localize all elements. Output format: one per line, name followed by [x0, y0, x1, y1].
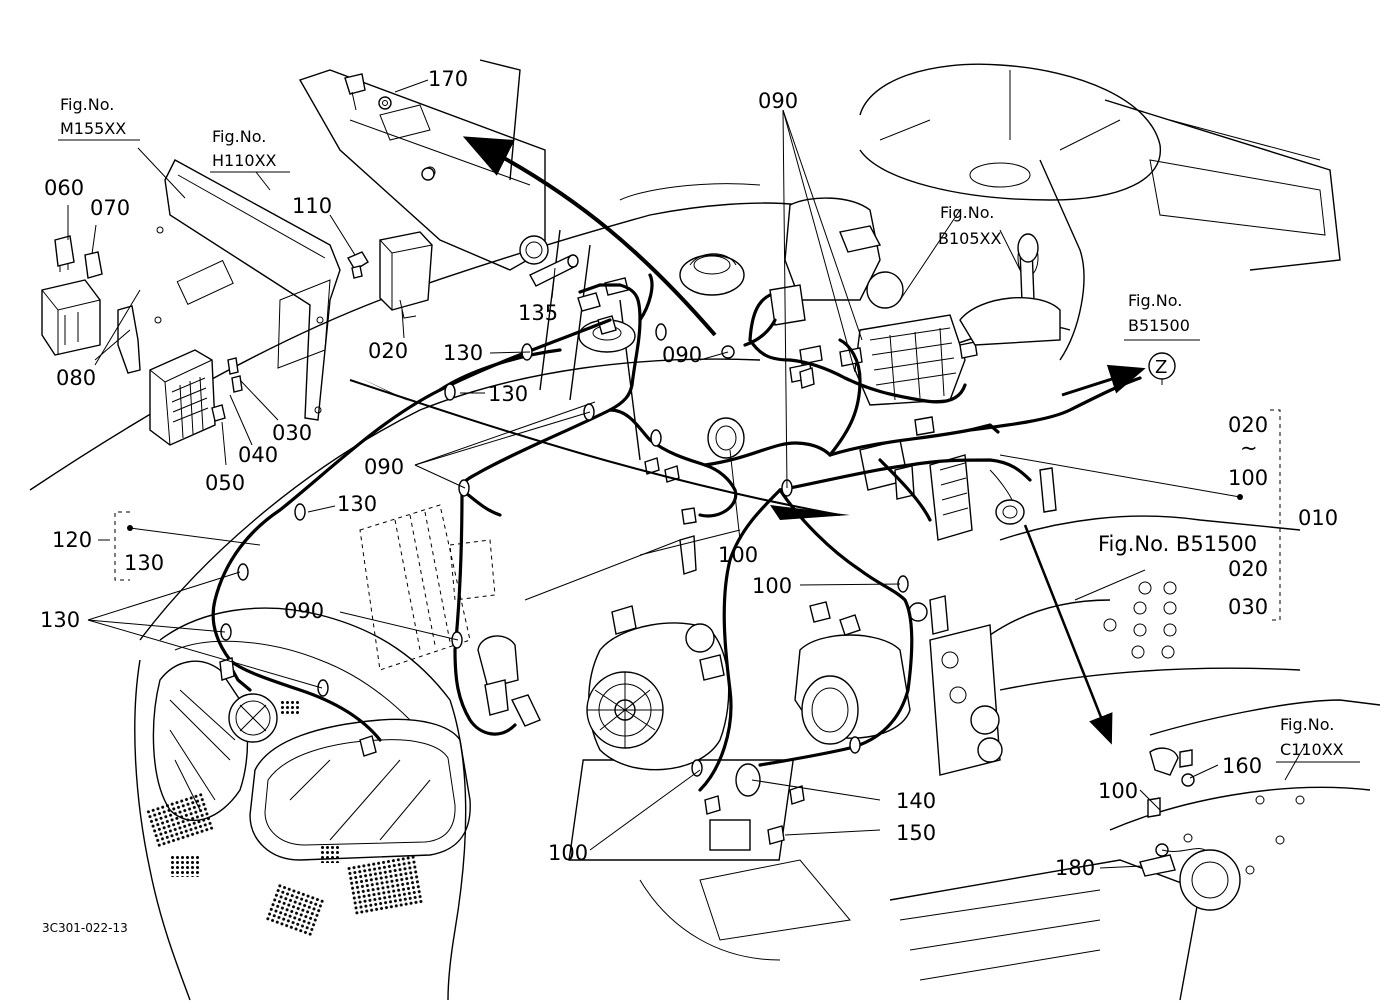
main-relay-box [859, 439, 973, 541]
part-label-100: 100 [1098, 779, 1138, 803]
range-label-100: 100 [1228, 466, 1268, 490]
part-label-150: 150 [896, 821, 936, 845]
solenoid [477, 635, 541, 727]
part-label-100: 100 [752, 574, 792, 598]
fittings-140-150 [704, 763, 805, 845]
fuel-cap [679, 253, 745, 296]
fig-caption: Fig.No. [212, 127, 266, 146]
fig-ref-b515-inline: Fig.No. B51500 [1098, 532, 1257, 556]
part-label-080: 080 [56, 366, 96, 390]
bolt-110 [346, 251, 369, 279]
range-label-020: 020 [1228, 413, 1268, 437]
part-label-070: 070 [90, 196, 130, 220]
fig-caption: Fig.No. [1128, 291, 1182, 310]
alternator [586, 622, 730, 771]
fig-code: C110XX [1280, 740, 1344, 759]
part-label-100: 100 [548, 841, 588, 865]
part-label-130: 130 [337, 492, 377, 516]
part-label-040: 040 [238, 443, 278, 467]
hydraulic-block [929, 624, 1003, 776]
part-label-060: 060 [44, 176, 84, 200]
fig-code: H110XX [212, 151, 277, 170]
fig-caption: Fig.No. [1280, 715, 1334, 734]
fig-ref-c110: Fig.No. C110XX [1276, 715, 1360, 763]
part-label-090: 090 [662, 343, 702, 367]
range-label-030: 030 [1228, 595, 1268, 619]
part-label-130: 130 [124, 551, 164, 575]
part-label-010: 010 [1298, 506, 1338, 530]
fig-ref-h110: Fig.No. H110XX [210, 127, 290, 173]
relay-080 [41, 279, 141, 374]
fuse-block-060 [54, 235, 75, 272]
part-label-030: 030 [272, 421, 312, 445]
part-labels: 170 060 070 110 020 135 080 030 040 050 … [40, 67, 1338, 880]
part-label-050: 050 [205, 471, 245, 495]
fig-code: M155XX [60, 119, 126, 138]
battery-terminal [989, 467, 1057, 525]
part-label-020: 020 [368, 339, 408, 363]
fig-code: B51500 [1128, 316, 1190, 335]
zone-marker: Z [1155, 357, 1167, 378]
bolt-170 [344, 73, 435, 181]
fig-code: B105XX [938, 229, 1001, 248]
leader-lines [67, 79, 1306, 869]
fuses-030-050 [211, 357, 243, 422]
part-label-130: 130 [40, 608, 80, 632]
part-label-090: 090 [284, 599, 324, 623]
part-label-090: 090 [758, 89, 798, 113]
fig-ref-m155: Fig.No. M155XX [58, 95, 140, 141]
part-label-170: 170 [428, 67, 468, 91]
controller-020 [379, 231, 433, 319]
ground-bolt-160-180 [1139, 747, 1206, 877]
fuse-box [149, 349, 216, 446]
part-label-140: 140 [896, 789, 936, 813]
gear-lever [959, 233, 1061, 346]
fuse-070 [84, 251, 103, 279]
part-label-120: 120 [52, 528, 92, 552]
part-label-100: 100 [718, 543, 758, 567]
range-tilde: ~ [1240, 436, 1258, 460]
wiring-harness [211, 273, 1142, 792]
relay-cluster-b105 [769, 197, 978, 436]
part-label-160: 160 [1222, 754, 1262, 778]
range-label-020: 020 [1228, 557, 1268, 581]
part-label-130: 130 [443, 341, 483, 365]
fig-caption: Fig.No. [60, 95, 114, 114]
part-label-135: 135 [518, 301, 558, 325]
part-label-130: 130 [488, 382, 528, 406]
part-label-090: 090 [364, 455, 404, 479]
routing-arrows [349, 136, 1146, 745]
part-label-110: 110 [292, 194, 332, 218]
fig-ref-b105: Fig.No. B105XX [938, 203, 1001, 248]
part-label-180: 180 [1055, 856, 1095, 880]
cover-panel-m155 [154, 159, 341, 421]
fig-caption: Fig.No. [940, 203, 994, 222]
grommet-135 [529, 254, 579, 287]
starter-motor [794, 595, 949, 745]
glow-plug-sensor [524, 507, 741, 601]
fig-ref-b515: Fig.No. B51500 Z [1124, 291, 1200, 380]
drawing-code: 3C301-022-13 [42, 921, 128, 935]
